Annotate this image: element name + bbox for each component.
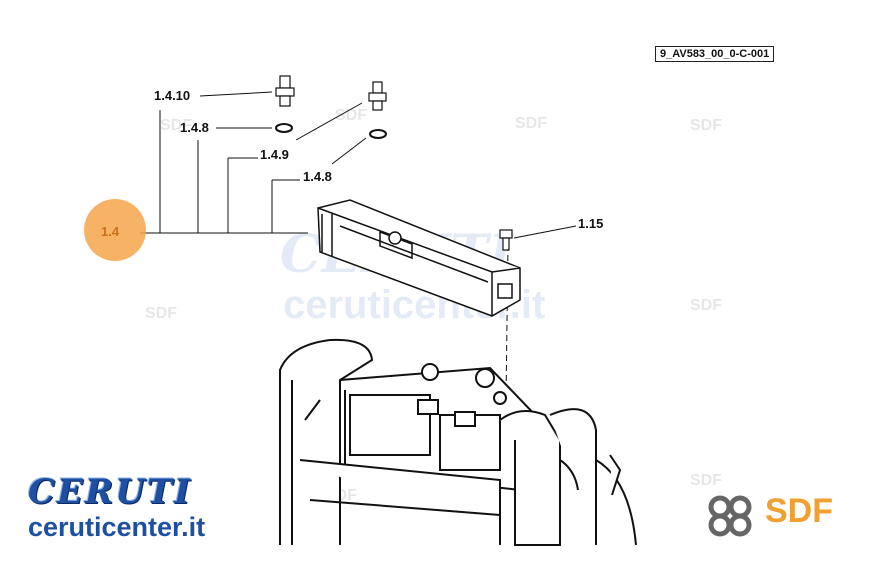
callout-1-4-9[interactable]: 1.4.9 — [260, 147, 289, 162]
callout-1-4-10[interactable]: 1.4.10 — [154, 88, 191, 103]
callout-highlight-circle[interactable] — [84, 199, 146, 261]
drawing-reference-code: 9_AV583_00_0-C-001 — [655, 46, 775, 62]
watermark-sdf-logo: SDF — [690, 117, 722, 134]
bolt-1-15-part — [499, 229, 513, 251]
callout-1-4-8-upper[interactable]: 1.4.8 — [180, 120, 209, 135]
watermark-sdf-logo: SDF — [690, 472, 722, 489]
oil-cooler-part — [317, 199, 521, 317]
sdf-logo-icon — [708, 495, 752, 537]
watermark-sdf-logo: SDF — [335, 107, 367, 124]
watermark-sdf-logo: SDF — [160, 117, 192, 134]
washer-1-4-8-part — [369, 129, 387, 139]
watermark-sdf-logo: SDF — [690, 297, 722, 314]
callout-1-15[interactable]: 1.15 — [578, 216, 604, 231]
fitting-1-4-9-part — [368, 81, 387, 111]
watermark-sdf-logo: SDF — [515, 115, 547, 132]
washer-1-4-8-part — [275, 123, 293, 133]
radiator-assembly-part — [279, 338, 637, 546]
callout-1-4-highlighted[interactable]: 1.4 — [101, 224, 120, 239]
watermark-sdf-logo: SDF — [145, 305, 177, 322]
sdf-brand-text: SDF — [765, 492, 833, 530]
fitting-1-4-10-part — [275, 75, 295, 107]
callout-1-4-8-lower[interactable]: 1.4.8 — [303, 169, 332, 184]
ceruti-brand-logo: CERUTI — [28, 472, 193, 512]
ceruticenter-website-text: ceruticenter.it — [28, 512, 206, 542]
